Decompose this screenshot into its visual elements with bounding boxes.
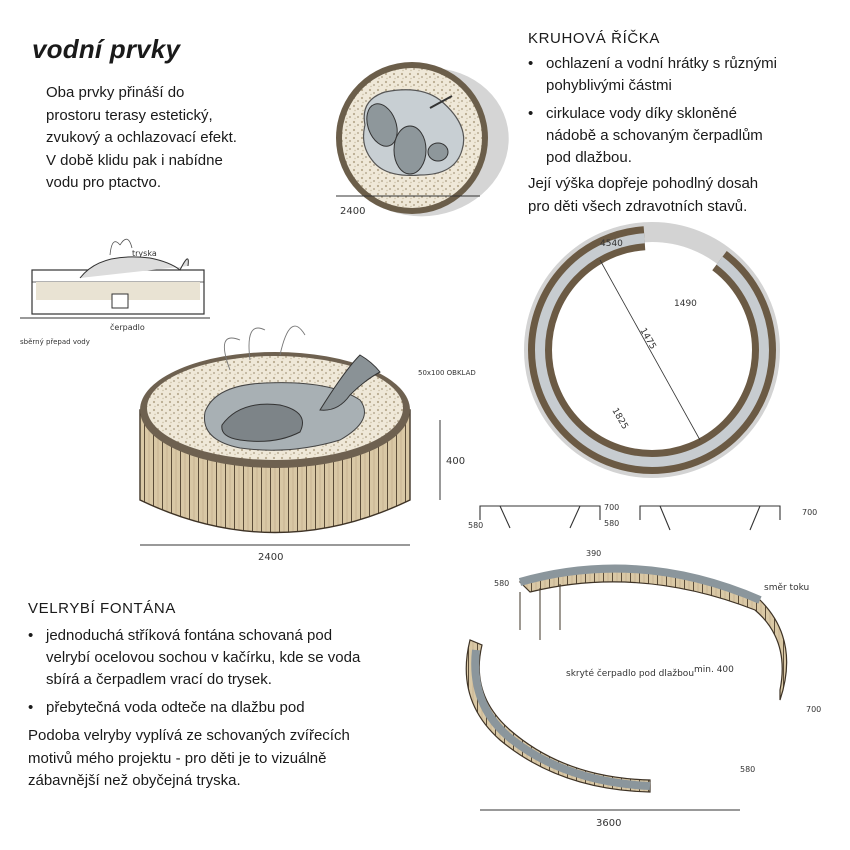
section-left-label: 580 [468, 521, 483, 530]
page-title: vodní prvky [32, 34, 181, 64]
fountain-plan-sketch: 2400 [336, 62, 509, 217]
fountain-heading: VELRYBÍ FONTÁNA [28, 600, 176, 617]
ring-outer-label: 4540 [600, 239, 623, 249]
ring-d2-label: 1490 [674, 299, 697, 309]
iso-small-label: 580 [740, 765, 755, 774]
ring-d3-label: 1825 [609, 407, 629, 432]
fountain-perspective-sketch: 2400 400 50x100 OBKLAD [139, 325, 476, 563]
river-bullet-1: ochlazení a vodní hrátky s různými pohyb… [528, 53, 838, 97]
river-heading: KRUHOVÁ ŘÍČKA [528, 30, 660, 47]
fountain-bullet-2: přebytečná voda odteče na dlažbu pod [28, 697, 428, 719]
section-nozzle-label: tryska [132, 249, 157, 258]
iso-flow-label: směr toku [764, 583, 809, 593]
iso-min-label: min. 400 [694, 665, 734, 675]
ring-perspective-sketch: 390 580 700 směr toku skryté čerpadlo po… [465, 549, 821, 829]
section-pump-label: čerpadlo [110, 322, 145, 332]
fountain-edge-label: 50x100 OBKLAD [418, 369, 476, 377]
iso-top-label: 390 [586, 549, 601, 558]
river-sections-sketch: 580 700 580 700 [468, 503, 817, 531]
iso-pump-label: skryté čerpadlo pod dlažbou [566, 668, 694, 679]
iso-right-label: 700 [806, 705, 821, 714]
fountain-height-label: 400 [446, 456, 465, 467]
iso-left-label: 580 [494, 579, 509, 588]
river-note: Její výška dopřeje pohodlný dosah pro dě… [528, 175, 759, 215]
fountain-section-sketch: tryska čerpadlo sběrný přepad vody [20, 238, 210, 346]
section-mid2-label: 580 [604, 519, 619, 528]
plan-diameter-label: 2400 [340, 206, 365, 217]
section-right-label: 700 [802, 508, 817, 517]
river-bullets: ochlazení a vodní hrátky s různými pohyb… [528, 53, 838, 169]
intro-paragraph: Oba prvky přináší do prostoru terasy est… [46, 84, 237, 191]
fountain-section: VELRYBÍ FONTÁNA jednoduchá stříková font… [28, 600, 428, 793]
iso-width-label: 3600 [596, 818, 621, 829]
fountain-note: Podoba velryby vyplívá ze schovaných zví… [28, 727, 350, 789]
river-bullet-2: cirkulace vody díky skloněné nádobě a sc… [528, 103, 838, 169]
ring-d1-label: 1475 [637, 327, 657, 352]
fountain-bullet-1: jednoduchá stříková fontána schovaná pod… [28, 625, 428, 691]
section-drain-label: sběrný přepad vody [20, 338, 90, 346]
section-mid1-label: 700 [604, 503, 619, 512]
river-section: KRUHOVÁ ŘÍČKA ochlazení a vodní hrátky s… [528, 30, 838, 218]
fountain-width-label: 2400 [258, 552, 283, 563]
fountain-bullets: jednoduchá stříková fontána schovaná pod… [28, 625, 428, 719]
ring-plan-sketch: 4540 1475 1490 1825 [524, 222, 780, 478]
